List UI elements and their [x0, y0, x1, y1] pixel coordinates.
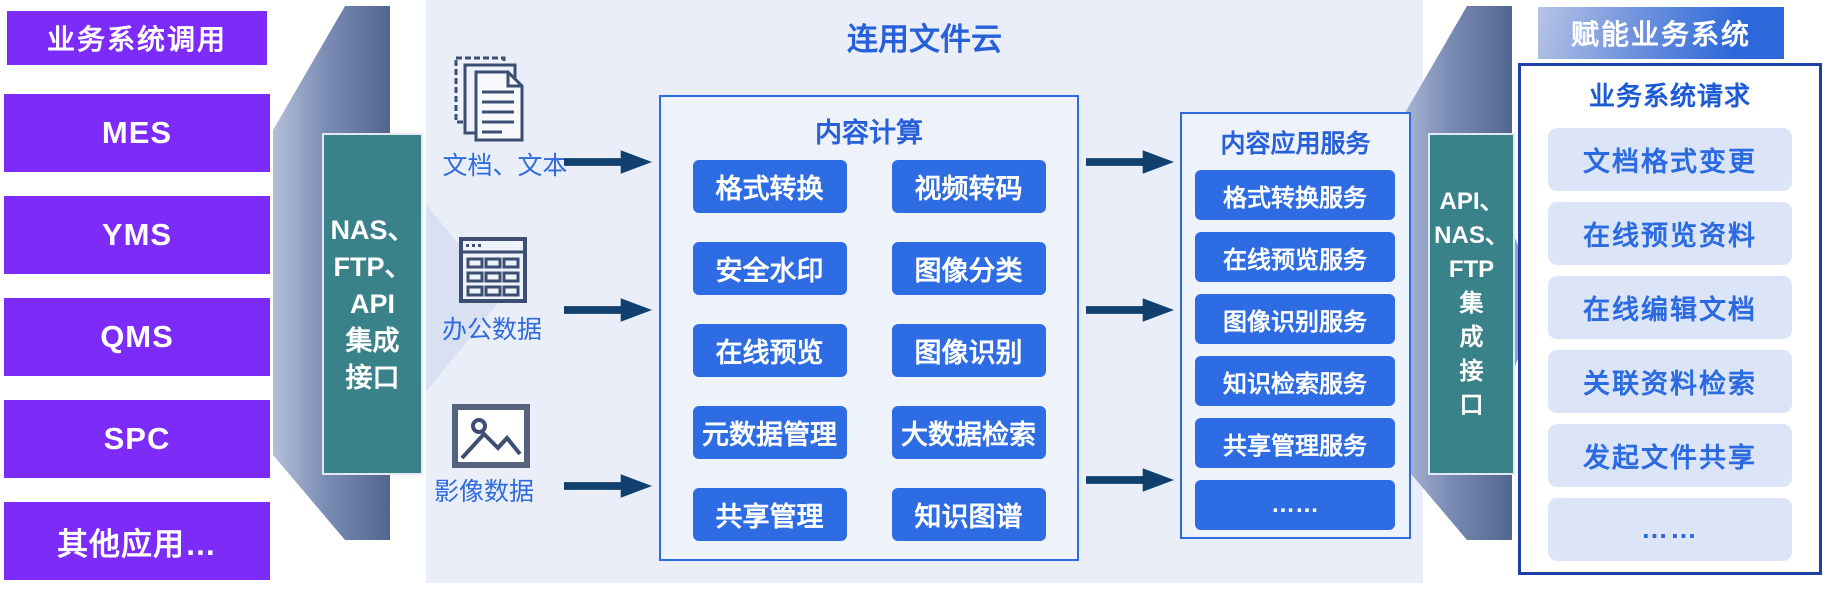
right-integration-gateway: API、 NAS、 FTP 集 成 接 口 — [1428, 133, 1515, 475]
compute-capability-chip: 视频转码 — [891, 160, 1046, 213]
business-system-box: YMS — [4, 196, 270, 274]
content-compute-grid: 格式转换视频转码安全水印图像分类在线预览图像识别元数据管理大数据检索共享管理知识… — [661, 160, 1077, 541]
business-system-box: 其他应用… — [4, 502, 270, 580]
compute-capability-chip: 安全水印 — [692, 242, 847, 295]
request-chip: 发起文件共享 — [1548, 424, 1792, 487]
service-chip: 格式转换服务 — [1195, 170, 1395, 220]
content-services-list: 格式转换服务在线预览服务图像识别服务知识检索服务共享管理服务 …… — [1195, 170, 1395, 542]
compute-capability-chip: 共享管理 — [692, 488, 847, 541]
business-system-box: MES — [4, 94, 270, 172]
compute-capability-chip: 图像分类 — [891, 242, 1046, 295]
left-column-title: 业务系统调用 — [4, 8, 270, 68]
arrow-right-icon — [564, 149, 652, 175]
business-system-box: SPC — [4, 400, 270, 478]
spreadsheet-icon — [458, 236, 528, 309]
content-compute-box: 内容计算 格式转换视频转码安全水印图像分类在线预览图像识别元数据管理大数据检索共… — [659, 95, 1079, 561]
source-label-image-data: 影像数据 — [433, 478, 534, 506]
service-chip: 知识检索服务 — [1195, 356, 1395, 406]
compute-capability-chip: 格式转换 — [692, 160, 847, 213]
arrow-right-icon — [564, 297, 652, 323]
business-requests-box: 业务系统请求 文档格式变更在线预览资料在线编辑文档关联资料检索发起文件共享 …… — [1518, 63, 1822, 575]
empower-title: 赋能业务系统 — [1535, 4, 1787, 62]
business-system-box: QMS — [4, 298, 270, 376]
picture-icon — [452, 404, 530, 473]
source-label-documents: 文档、文本 — [442, 152, 568, 180]
content-services-title: 内容应用服务 — [1220, 130, 1371, 158]
request-chip: 在线预览资料 — [1548, 202, 1792, 265]
request-chip: …… — [1548, 498, 1792, 561]
content-services-box: 内容应用服务 格式转换服务在线预览服务图像识别服务知识检索服务共享管理服务 …… — [1180, 112, 1411, 539]
service-chip: 在线预览服务 — [1195, 232, 1395, 282]
request-chip: 关联资料检索 — [1548, 350, 1792, 413]
service-chip: …… — [1195, 480, 1395, 530]
arrow-right-icon — [1086, 149, 1174, 175]
arrow-right-icon — [1086, 467, 1174, 493]
service-chip: 共享管理服务 — [1195, 418, 1395, 468]
source-label-office-data: 办公数据 — [441, 316, 542, 344]
arrow-right-icon — [1086, 297, 1174, 323]
request-chip: 在线编辑文档 — [1548, 276, 1792, 339]
compute-capability-chip: 图像识别 — [891, 324, 1046, 377]
business-requests-title: 业务系统请求 — [1588, 81, 1751, 111]
business-requests-list: 文档格式变更在线预览资料在线编辑文档关联资料检索发起文件共享 …… — [1548, 128, 1792, 572]
left-integration-gateway: NAS、 FTP、 API 集成 接口 — [322, 133, 423, 475]
service-chip: 图像识别服务 — [1195, 294, 1395, 344]
compute-capability-chip: 大数据检索 — [891, 406, 1046, 459]
content-compute-title: 内容计算 — [815, 118, 923, 148]
cloud-panel-title: 连用文件云 — [847, 22, 1002, 57]
arrow-right-icon — [564, 473, 652, 499]
compute-capability-chip: 元数据管理 — [692, 406, 847, 459]
documents-icon — [452, 54, 536, 149]
business-systems-list: MES YMS QMS SPC 其他应用… — [4, 94, 270, 604]
compute-capability-chip: 在线预览 — [692, 324, 847, 377]
request-chip: 文档格式变更 — [1548, 128, 1792, 191]
compute-capability-chip: 知识图谱 — [891, 488, 1046, 541]
